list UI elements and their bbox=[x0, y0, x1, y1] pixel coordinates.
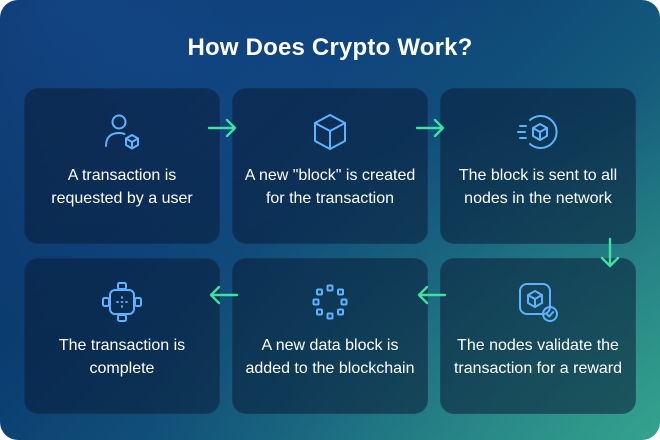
verified-cube-icon bbox=[516, 280, 560, 324]
step-card-2: A new "block" is created for the transac… bbox=[232, 88, 428, 244]
step-card-6: The transaction is complete bbox=[24, 258, 220, 414]
step-label-4: The nodes validate the transaction for a… bbox=[453, 337, 623, 377]
circle-chain-icon bbox=[308, 280, 352, 324]
arrow-left-1 bbox=[413, 283, 449, 307]
arrow-left-2 bbox=[205, 283, 241, 307]
step-card-5: A new data block is added to the blockch… bbox=[232, 258, 428, 414]
diagram-title: How Does Crypto Work? bbox=[187, 34, 473, 61]
network-complete-icon bbox=[100, 280, 144, 324]
step-label-1: A transaction is requested by a user bbox=[51, 167, 193, 207]
step-label-3: The block is sent to all nodes in the ne… bbox=[458, 167, 618, 207]
user-cube-icon bbox=[100, 110, 144, 154]
step-label-5: A new data block is added to the blockch… bbox=[245, 337, 415, 377]
step-label-2: A new "block" is created for the transac… bbox=[244, 167, 416, 207]
arrow-down bbox=[598, 236, 622, 272]
arrow-right-2 bbox=[413, 116, 449, 140]
step-card-3: The block is sent to all nodes in the ne… bbox=[440, 88, 636, 244]
broadcast-cube-icon bbox=[516, 110, 560, 154]
arrow-right-1 bbox=[205, 116, 241, 140]
step-label-6: The transaction is complete bbox=[58, 337, 186, 377]
step-card-4: The nodes validate the transaction for a… bbox=[440, 258, 636, 414]
cube-icon bbox=[308, 110, 352, 154]
step-card-1: A transaction is requested by a user bbox=[24, 88, 220, 244]
